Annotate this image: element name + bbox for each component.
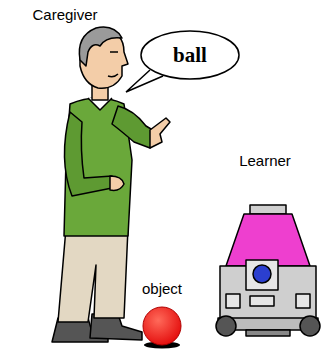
mouth — [108, 74, 118, 77]
robot-skirt — [246, 330, 290, 336]
role-label: Learner — [225, 152, 305, 170]
robot-wheel — [216, 316, 236, 336]
robot-camera-box — [246, 260, 278, 290]
robot-cap — [250, 205, 286, 214]
object-label: object — [120, 280, 204, 298]
robot-hood — [226, 214, 310, 266]
hand — [110, 176, 124, 190]
robot-learner — [216, 205, 320, 336]
robot-camera — [253, 265, 271, 283]
pointing-hand — [150, 118, 170, 148]
robot-panel — [296, 294, 310, 308]
robot-panel — [250, 296, 274, 306]
hair — [79, 27, 122, 66]
sleeve — [64, 112, 112, 196]
speech-bubble: ball — [140, 30, 240, 80]
red-ball — [143, 307, 181, 345]
robot-body — [220, 266, 316, 320]
robot-wheel — [300, 316, 320, 336]
robot-panel — [226, 294, 240, 308]
spoken-word: ball — [140, 30, 240, 80]
role-label: Caregiver — [20, 6, 110, 24]
trousers — [58, 228, 128, 322]
eyebrow — [110, 51, 118, 53]
